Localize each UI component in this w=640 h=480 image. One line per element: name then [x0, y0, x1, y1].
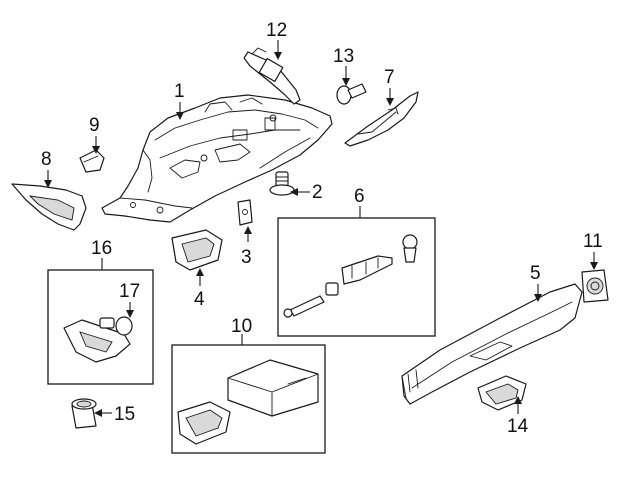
part-1-glove-box-housing: [101, 94, 333, 223]
callout-labels: 1 2 3 4 5 6 7 8 9 10 11 12 13 14 15 16 1…: [41, 20, 603, 437]
part-12-damper: [243, 47, 301, 105]
callout-4: 4: [194, 289, 205, 310]
part-11-lock-cylinder: [581, 269, 609, 303]
callout-16: 16: [91, 238, 112, 259]
callout-1: 1: [174, 81, 185, 102]
part-10-storage-bin-group: [171, 344, 326, 454]
callout-13: 13: [333, 46, 354, 67]
part-3-clip-nut: [237, 199, 253, 226]
callout-10: 10: [231, 316, 252, 337]
callout-14: 14: [507, 416, 529, 437]
callout-8: 8: [41, 149, 52, 170]
part-4-bracket: [171, 229, 223, 271]
callout-9: 9: [89, 115, 100, 136]
callout-11: 11: [583, 231, 603, 252]
part-9-small-clip: [79, 149, 105, 173]
callout-5: 5: [530, 263, 541, 284]
part-7-trim-strip: [344, 91, 419, 147]
callout-17: 17: [119, 281, 140, 302]
callout-leaders: [44, 40, 598, 417]
callout-3: 3: [241, 247, 252, 268]
part-13-pin: [336, 83, 367, 105]
part-2-bolt: [269, 171, 295, 196]
callout-7: 7: [384, 67, 395, 88]
part-5-glove-box-door: [401, 283, 583, 405]
callout-2: 2: [312, 182, 323, 203]
part-14-handle: [477, 375, 527, 411]
part-15-socket: [71, 398, 97, 429]
part-8-side-trim: [11, 183, 87, 231]
callout-15: 15: [114, 404, 135, 425]
part-16-lamp-group: [47, 269, 154, 385]
callout-12: 12: [266, 20, 287, 41]
part-6-latch-assembly-group: [277, 217, 436, 337]
callout-6: 6: [354, 186, 365, 207]
